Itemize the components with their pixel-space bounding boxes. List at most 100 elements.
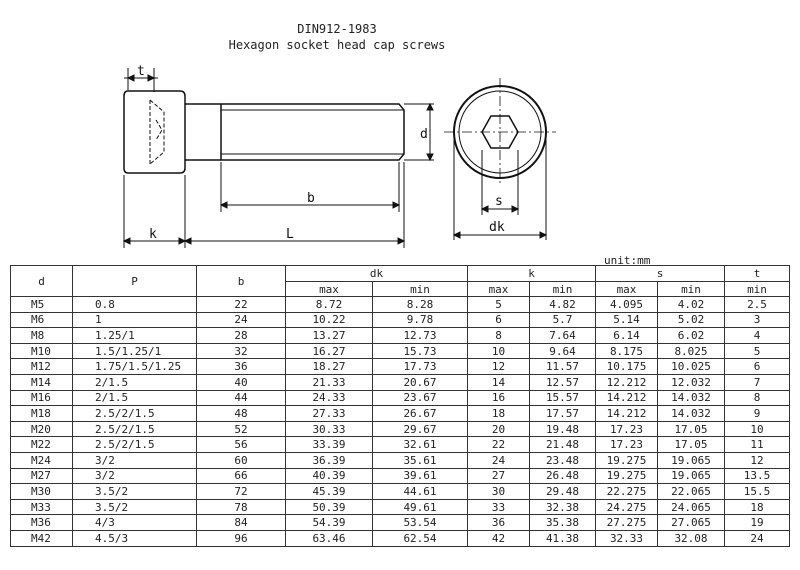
dimension-table: d P b dk k s t max min max min max min m… (10, 265, 790, 547)
cell-d: M27 (10, 467, 73, 485)
cell-k-min: 21.48 (529, 436, 596, 453)
cell-k-max: 5 (467, 296, 530, 313)
cell-d: M36 (10, 514, 73, 531)
dimension-lines (122, 68, 434, 248)
cell-dk-max: 8.72 (285, 296, 373, 313)
cell-dk-max: 27.33 (285, 405, 373, 422)
cell-s-max: 8.175 (595, 342, 658, 360)
cell-s-min: 27.065 (657, 514, 725, 531)
cell-s-min: 8.025 (657, 342, 725, 360)
end-view-dimension-lines (452, 134, 548, 240)
unit-label: unit:mm (604, 254, 651, 267)
cell-dk-min: 12.73 (372, 327, 468, 344)
cell-s-max: 14.212 (595, 405, 658, 422)
cell-k-min: 4.82 (529, 296, 596, 313)
subheader-t-min: min (724, 281, 790, 297)
cell-d: M12 (10, 358, 73, 375)
cell-P: 2/1.5 (72, 389, 197, 407)
cell-P: 3/2 (72, 467, 197, 485)
cell-s-max: 10.175 (595, 358, 658, 375)
cell-dk-max: 54.39 (285, 514, 373, 531)
cell-dk-min: 44.61 (372, 483, 468, 500)
cell-s-max: 12.212 (595, 373, 658, 391)
cell-t-min: 8 (724, 389, 790, 407)
cell-b: 32 (196, 342, 286, 360)
cell-s-min: 17.05 (657, 420, 725, 438)
cell-s-min: 17.05 (657, 436, 725, 453)
cell-d: M30 (10, 483, 73, 500)
cell-dk-min: 8.28 (372, 296, 468, 313)
cell-s-max: 19.275 (595, 451, 658, 469)
cell-b: 52 (196, 420, 286, 438)
cell-k-max: 33 (467, 498, 530, 516)
dim-label-k: k (149, 227, 157, 242)
cell-t-min: 10 (724, 420, 790, 438)
cell-b: 84 (196, 514, 286, 531)
cell-k-max: 36 (467, 514, 530, 531)
cell-dk-max: 45.39 (285, 483, 373, 500)
cell-k-min: 9.64 (529, 342, 596, 360)
cell-b: 40 (196, 373, 286, 391)
cell-t-min: 19 (724, 514, 790, 531)
cell-dk-min: 53.54 (372, 514, 468, 531)
cell-s-max: 32.33 (595, 529, 658, 547)
cell-P: 2/1.5 (72, 373, 197, 391)
dim-label-L: L (286, 227, 294, 242)
cell-k-min: 23.48 (529, 451, 596, 469)
cell-d: M24 (10, 451, 73, 469)
cell-P: 0.8 (72, 296, 197, 313)
header-P: P (72, 265, 197, 297)
cell-s-min: 32.08 (657, 529, 725, 547)
cell-s-max: 19.275 (595, 467, 658, 485)
hex-socket-hidden-lines (149, 99, 165, 165)
cell-t-min: 15.5 (724, 483, 790, 500)
cell-k-max: 16 (467, 389, 530, 407)
cell-k-max: 30 (467, 483, 530, 500)
cell-dk-min: 15.73 (372, 342, 468, 360)
header-t: t (724, 265, 790, 282)
cell-P: 1.75/1.5/1.25 (72, 358, 197, 375)
cell-k-max: 14 (467, 373, 530, 391)
cell-d: M16 (10, 389, 73, 407)
cell-s-min: 10.025 (657, 358, 725, 375)
cell-k-min: 35.38 (529, 514, 596, 531)
cell-s-min: 14.032 (657, 405, 725, 422)
cell-t-min: 24 (724, 529, 790, 547)
cell-k-max: 22 (467, 436, 530, 453)
cell-b: 72 (196, 483, 286, 500)
cell-dk-max: 18.27 (285, 358, 373, 375)
cell-d: M10 (10, 342, 73, 360)
cell-dk-max: 10.22 (285, 311, 373, 329)
cell-b: 96 (196, 529, 286, 547)
cell-d: M8 (10, 327, 73, 344)
cell-dk-max: 33.39 (285, 436, 373, 453)
cell-k-max: 20 (467, 420, 530, 438)
cell-k-min: 5.7 (529, 311, 596, 329)
cell-s-min: 24.065 (657, 498, 725, 516)
cell-s-max: 24.275 (595, 498, 658, 516)
cell-s-max: 27.275 (595, 514, 658, 531)
cell-k-min: 11.57 (529, 358, 596, 375)
cell-s-max: 14.212 (595, 389, 658, 407)
cell-P: 1.5/1.25/1 (72, 342, 197, 360)
cell-t-min: 12 (724, 451, 790, 469)
cell-s-min: 4.02 (657, 296, 725, 313)
cell-k-max: 8 (467, 327, 530, 344)
cell-t-min: 3 (724, 311, 790, 329)
cell-dk-max: 63.46 (285, 529, 373, 547)
document-title: DIN912-1983 (297, 22, 377, 36)
cell-P: 2.5/2/1.5 (72, 436, 197, 453)
cell-t-min: 18 (724, 498, 790, 516)
cell-t-min: 9 (724, 405, 790, 422)
cell-dk-max: 30.33 (285, 420, 373, 438)
dim-label-dk: dk (489, 220, 505, 235)
